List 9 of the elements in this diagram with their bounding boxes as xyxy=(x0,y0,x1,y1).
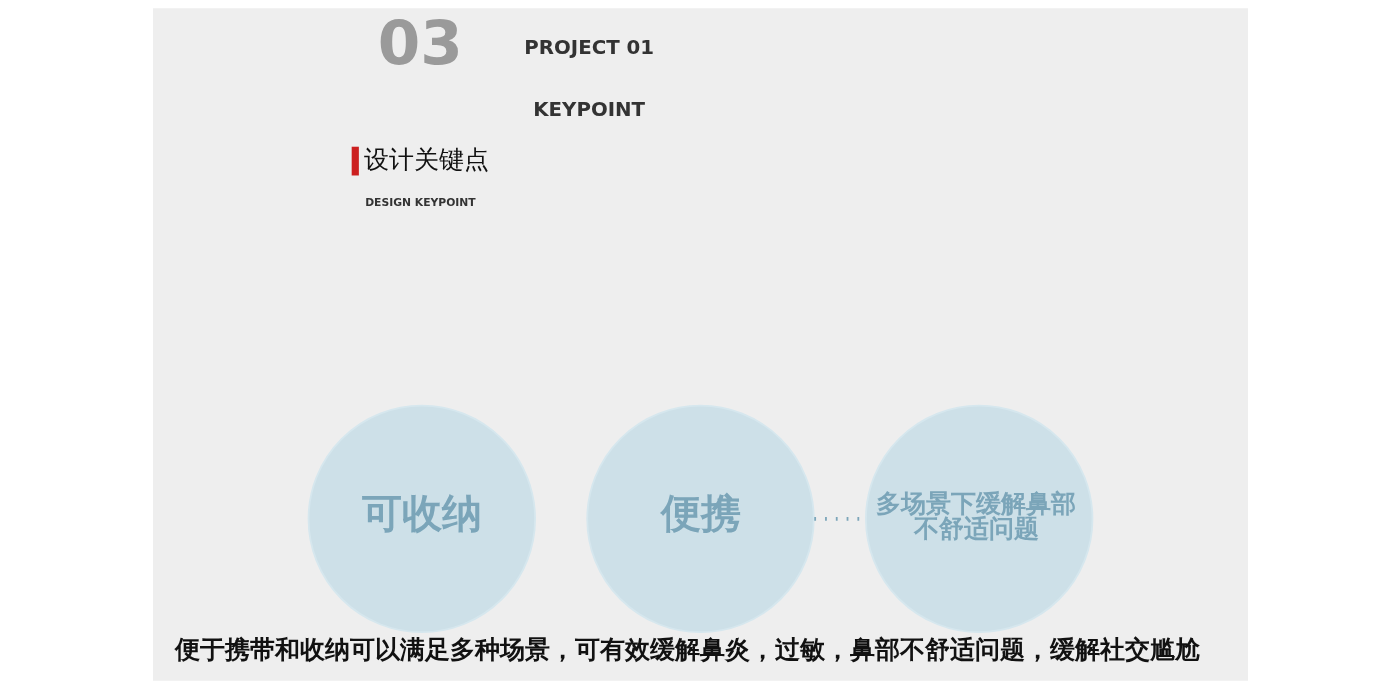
caption: 便于携带和收纳可以满足多种场景，可有效缓解鼻炎，过敏，鼻部不舒适问题，缓解社交尴尬 xyxy=(174,634,1200,664)
node-circle: 便携 xyxy=(585,404,815,634)
label: 03 xyxy=(377,7,463,79)
node-circle: 可收纳 xyxy=(307,404,536,634)
label: 设计关键点 xyxy=(363,144,489,174)
label: KEYPOINT xyxy=(532,97,645,121)
node-circle: 多场景下缓解鼻部不舒适问题 xyxy=(864,404,1093,634)
label: DESIGN KEYPOINT xyxy=(364,195,476,209)
label: PROJECT 01 xyxy=(523,35,654,59)
